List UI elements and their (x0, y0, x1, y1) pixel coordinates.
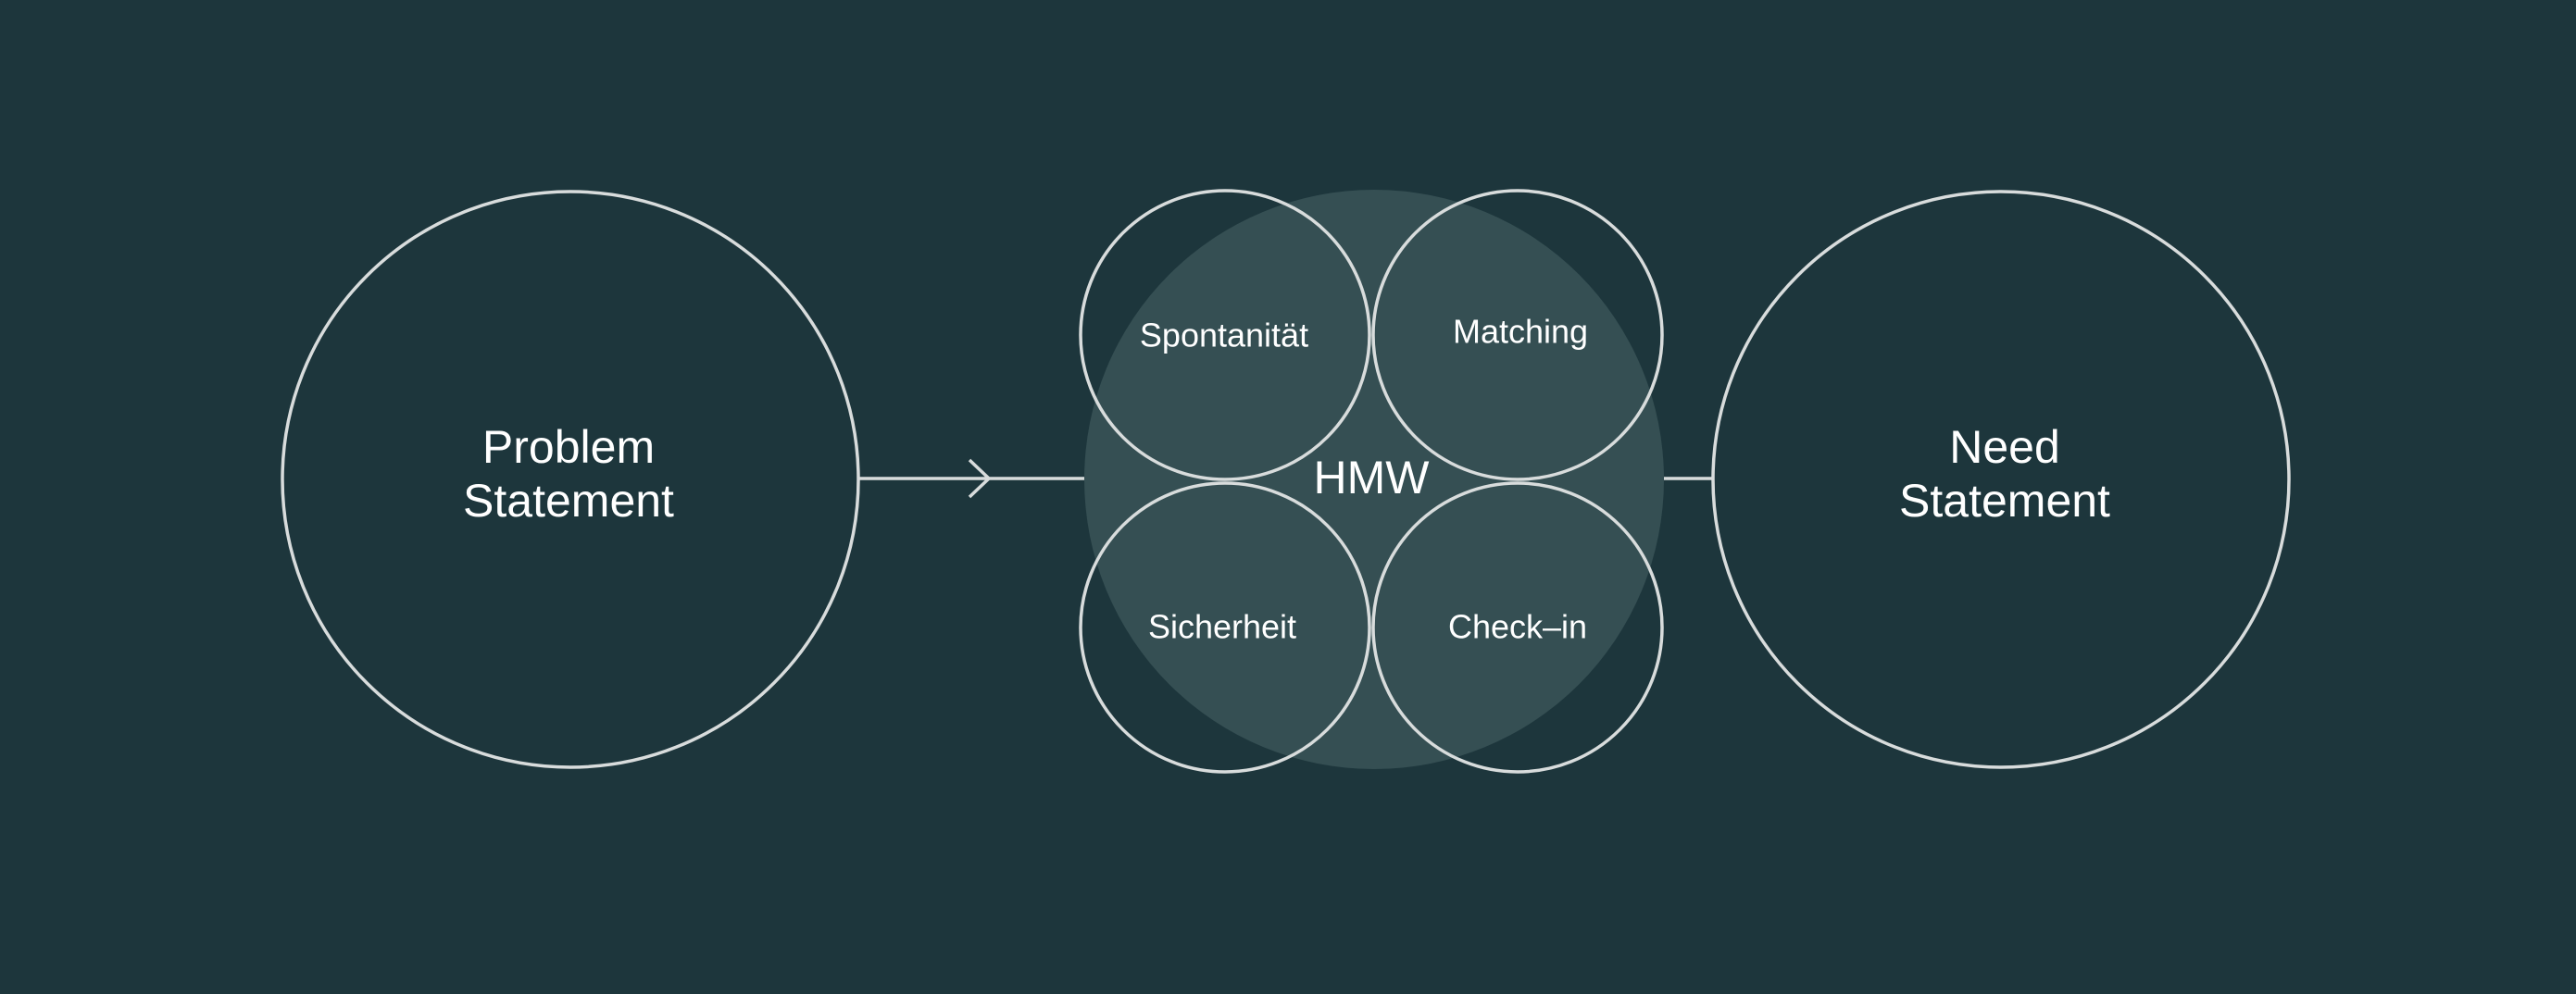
problem-statement-circle (281, 190, 860, 769)
subtopic-circle-check-in (1371, 481, 1664, 774)
subtopic-circle-matching (1371, 189, 1664, 481)
subtopic-label-spontanitaet: Spontanität (1140, 317, 1308, 354)
need-statement-circle (1711, 190, 2291, 769)
subtopic-circle-sicherheit (1079, 481, 1371, 774)
problem-statement-line2: Statement (463, 475, 674, 527)
subtopic-label-matching: Matching (1453, 313, 1588, 351)
arrow-head-icon (968, 458, 992, 499)
subtopic-label-check-in: Check–in (1448, 608, 1587, 646)
hmw-center-disc (1084, 190, 1664, 769)
hmw-label: HMW (1314, 452, 1431, 503)
need-statement-line1: Need (1949, 421, 2060, 473)
need-statement-line2: Statement (1899, 475, 2110, 527)
subtopic-circle-spontanitaet (1079, 189, 1371, 481)
problem-statement-line1: Problem (482, 421, 655, 473)
subtopic-label-sicherheit: Sicherheit (1148, 608, 1296, 646)
